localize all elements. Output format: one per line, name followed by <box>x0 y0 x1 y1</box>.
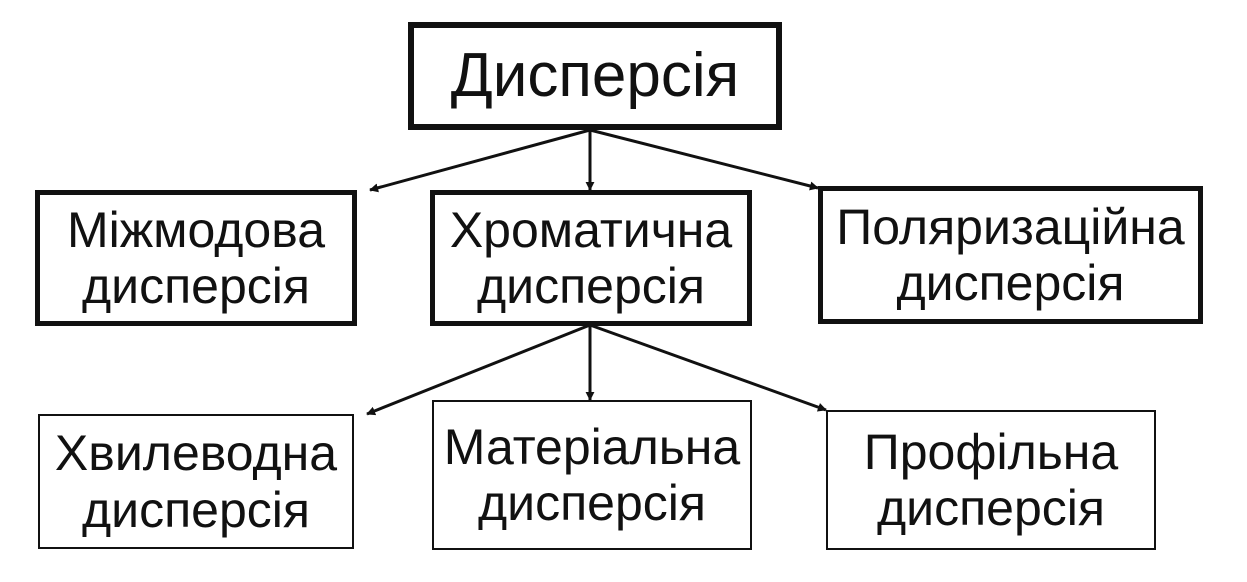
node-chromatic-dispersion: Хроматична дисперсія <box>430 190 752 326</box>
node-profile-dispersion: Профільна дисперсія <box>826 410 1156 550</box>
arrow-chromatic-to-profile <box>589 323 827 412</box>
arrow-root-to-intermodal <box>369 128 591 193</box>
node-material-line2: дисперсія <box>478 475 706 531</box>
node-waveguide-dispersion: Хвилеводна дисперсія <box>38 414 354 549</box>
node-dispersion: Дисперсія <box>408 22 782 130</box>
arrow-chromatic-to-waveguide <box>366 323 591 416</box>
node-chromatic-line2: дисперсія <box>477 258 705 314</box>
node-profile-line1: Профільна <box>863 423 1119 480</box>
node-material-dispersion: Матеріальна дисперсія <box>432 400 752 550</box>
node-material-line1: Матеріальна <box>443 418 741 475</box>
node-intermodal-dispersion: Міжмодова дисперсія <box>35 190 357 326</box>
node-profile-line2: дисперсія <box>877 480 1105 536</box>
node-polarization-dispersion: Поляризаційна дисперсія <box>818 186 1203 324</box>
arrow-root-to-polarization <box>589 128 819 191</box>
node-intermodal-line2: дисперсія <box>82 258 310 314</box>
node-intermodal-line1: Міжмодова <box>66 201 326 258</box>
node-waveguide-line2: дисперсія <box>82 481 310 538</box>
node-chromatic-line1: Хроматична <box>449 201 733 258</box>
node-waveguide-line1: Хвилеводна <box>54 425 338 481</box>
node-dispersion-label: Дисперсія <box>450 40 740 110</box>
node-polarization-line1: Поляризаційна <box>836 198 1185 255</box>
node-polarization-line2: дисперсія <box>896 255 1125 311</box>
